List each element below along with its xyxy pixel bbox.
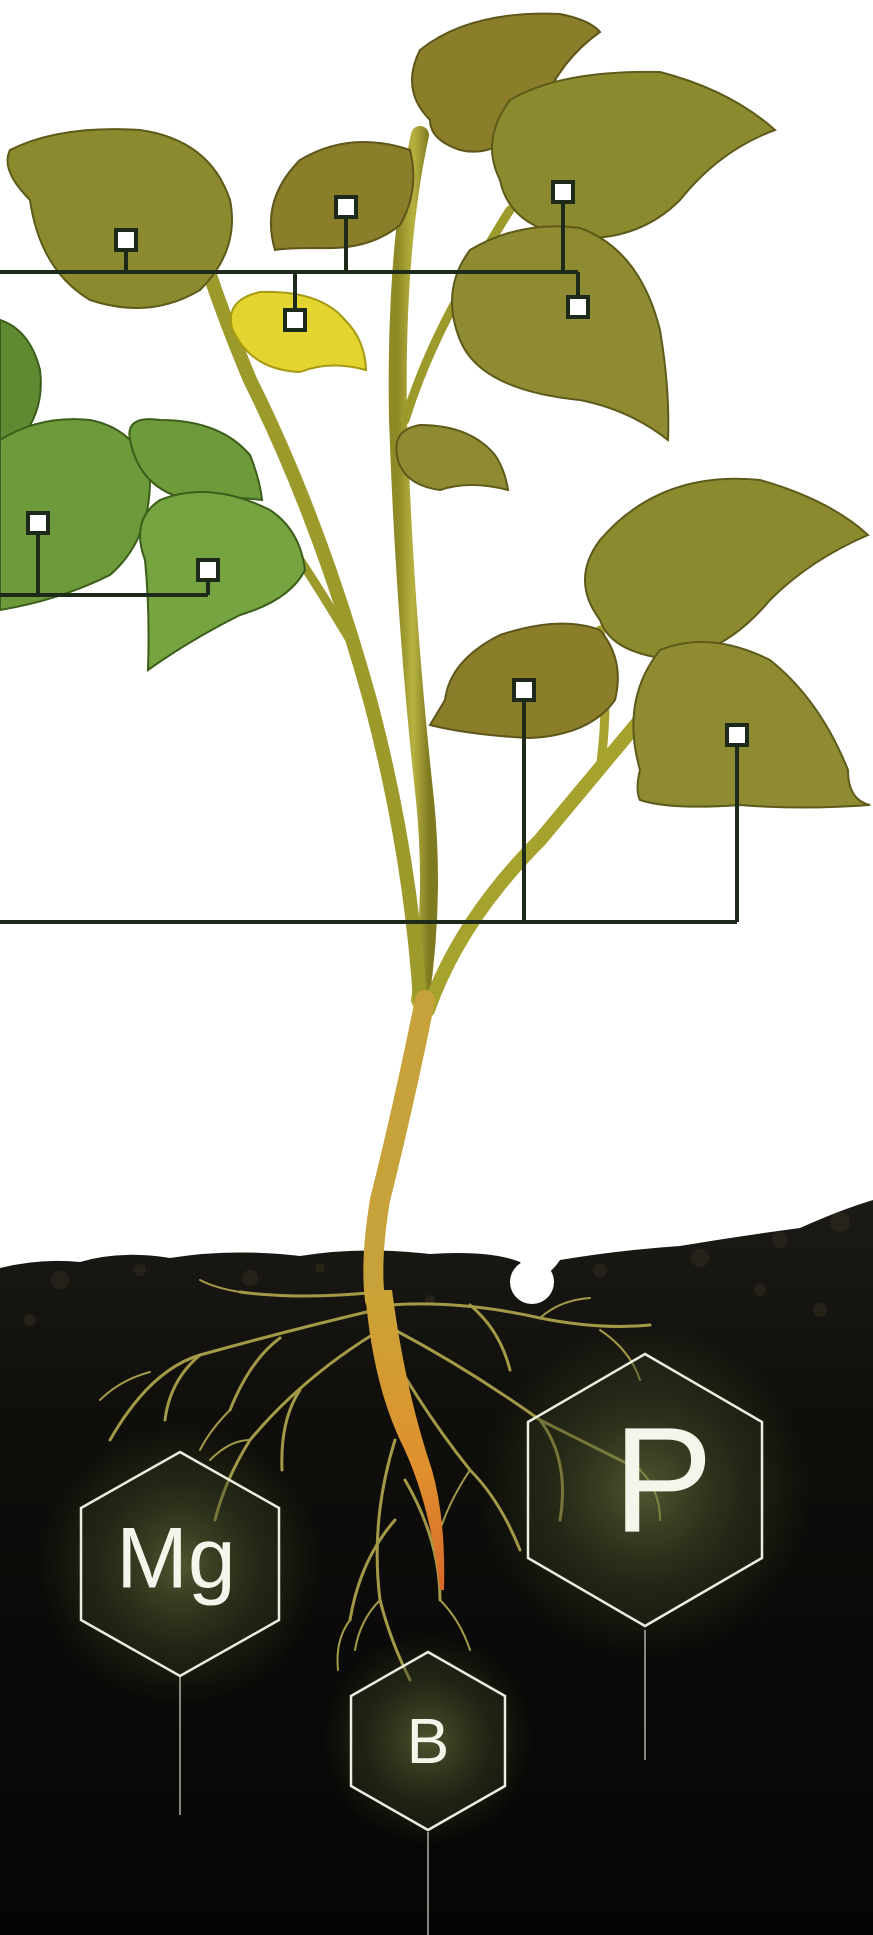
nutrient-symbol-b: B [407, 1705, 450, 1777]
nutrient-symbol-p: P [613, 1396, 713, 1564]
nutrient-symbol-mg: Mg [116, 1511, 235, 1607]
